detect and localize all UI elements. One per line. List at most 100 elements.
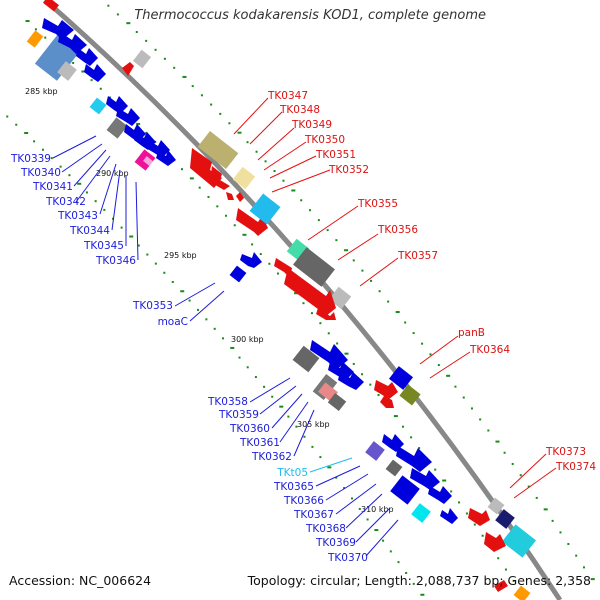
scale-tick bbox=[59, 165, 62, 168]
gene-label-tk0342[interactable]: TK0342 bbox=[45, 196, 86, 208]
gene-label-tk0368[interactable]: TK0368 bbox=[305, 523, 346, 535]
scale-tick bbox=[335, 476, 338, 479]
scale-tick bbox=[103, 208, 106, 211]
scale-tick bbox=[25, 20, 30, 23]
scale-tick bbox=[259, 253, 262, 256]
gene-label-tk0347[interactable]: TK0347 bbox=[267, 90, 308, 102]
scale-tick bbox=[282, 179, 285, 182]
gene-label-tk0356[interactable]: TK0356 bbox=[377, 224, 418, 236]
gene-label-tk0369[interactable]: TK0369 bbox=[315, 537, 356, 549]
gene-label-tk0361[interactable]: TK0361 bbox=[239, 437, 280, 449]
scale-label: 300 kbp bbox=[231, 335, 264, 344]
scale-tick bbox=[387, 300, 390, 303]
gene-label-tk0343[interactable]: TK0343 bbox=[57, 210, 98, 222]
scale-tick bbox=[191, 85, 194, 88]
scale-tick bbox=[401, 425, 404, 428]
scale-tick bbox=[173, 66, 176, 69]
gene-label-tkt05[interactable]: TKt05 bbox=[276, 467, 308, 479]
scale-tick bbox=[410, 436, 413, 439]
gene-label-tk0339[interactable]: TK0339 bbox=[10, 153, 51, 165]
gene-label-tk0352[interactable]: TK0352 bbox=[328, 164, 369, 176]
scale-tick bbox=[377, 394, 380, 397]
scale-tick bbox=[279, 405, 284, 408]
gene-label-tk0366[interactable]: TK0366 bbox=[283, 495, 324, 507]
scale-tick bbox=[504, 568, 507, 571]
gene-label-tk0370[interactable]: TK0370 bbox=[327, 552, 368, 564]
scale-tick bbox=[116, 13, 119, 16]
scale-tick bbox=[389, 550, 392, 553]
scale-tick bbox=[120, 226, 123, 229]
scale-tick bbox=[302, 302, 305, 305]
gene-label-tk0344[interactable]: TK0344 bbox=[69, 225, 110, 237]
gene-label-tk0358[interactable]: TK0358 bbox=[207, 396, 248, 408]
scale-label: 295 kbp bbox=[164, 251, 197, 260]
scale-tick bbox=[358, 507, 361, 510]
scale-tick bbox=[228, 122, 231, 125]
gene-label-tk0373[interactable]: TK0373 bbox=[545, 446, 586, 458]
scale-tick bbox=[551, 519, 554, 522]
scale-tick bbox=[145, 39, 148, 42]
scale-label: 285 kbp bbox=[25, 87, 58, 96]
scale-tick bbox=[344, 352, 349, 355]
gene-label-tk0349[interactable]: TK0349 bbox=[291, 119, 332, 131]
scale-tick bbox=[434, 468, 437, 471]
gene-label-tk0365[interactable]: TK0365 bbox=[273, 481, 314, 493]
scale-tick bbox=[85, 191, 88, 194]
gene-label-tk0348[interactable]: TK0348 bbox=[279, 104, 320, 116]
gene-label-tk0364[interactable]: TK0364 bbox=[469, 344, 510, 356]
gene-label-moac[interactable]: moaC bbox=[158, 316, 188, 328]
scale-tick bbox=[163, 57, 166, 60]
scale-tick bbox=[344, 249, 349, 252]
scale-tick bbox=[207, 195, 210, 198]
gene-label-tk0346[interactable]: TK0346 bbox=[95, 255, 136, 267]
scale-tick bbox=[129, 235, 134, 238]
gene-label-tk0359[interactable]: TK0359 bbox=[218, 409, 259, 421]
scale-tick bbox=[41, 148, 44, 151]
scale-tick bbox=[180, 168, 183, 171]
scale-tick bbox=[171, 280, 174, 283]
scale-tick bbox=[188, 299, 191, 302]
scale-tick bbox=[44, 36, 47, 39]
scale-tick bbox=[137, 244, 140, 247]
scale-tick bbox=[198, 186, 201, 189]
scale-tick bbox=[255, 150, 258, 153]
gene-label-tk0351[interactable]: TK0351 bbox=[315, 149, 356, 161]
scale-tick bbox=[309, 209, 312, 212]
gene-label-tk0360[interactable]: TK0360 bbox=[229, 423, 270, 435]
scale-tick bbox=[221, 337, 224, 340]
gene-label-tk0345[interactable]: TK0345 bbox=[83, 240, 124, 252]
scale-tick bbox=[370, 279, 373, 282]
gene-label-tk0362[interactable]: TK0362 bbox=[251, 451, 292, 463]
scale-tick bbox=[465, 512, 468, 515]
gene-label-tk0353[interactable]: TK0353 bbox=[132, 300, 173, 312]
gene-label-tk0355[interactable]: TK0355 bbox=[357, 198, 398, 210]
gene-label-panb[interactable]: panB bbox=[458, 327, 485, 339]
scale-tick bbox=[68, 174, 71, 177]
genome-title: Thermococcus kodakarensis KOD1, complete… bbox=[134, 8, 486, 23]
scale-tick bbox=[319, 456, 322, 459]
scale-tick bbox=[200, 94, 203, 97]
scale-tick bbox=[590, 578, 595, 581]
gene-label-tk0374[interactable]: TK0374 bbox=[555, 461, 596, 473]
gene-label-tk0367[interactable]: TK0367 bbox=[293, 509, 334, 521]
gene-label-tk0350[interactable]: TK0350 bbox=[304, 134, 345, 146]
scale-tick bbox=[470, 407, 473, 410]
scale-tick bbox=[242, 233, 247, 236]
scale-tick bbox=[264, 160, 267, 163]
scale-tick bbox=[205, 318, 208, 321]
scale-tick bbox=[99, 87, 102, 90]
gene-label-tk0357[interactable]: TK0357 bbox=[397, 250, 438, 262]
scale-tick bbox=[350, 497, 353, 500]
scale-tick bbox=[24, 132, 29, 135]
scale-tick bbox=[246, 366, 249, 369]
gene-label-tk0341[interactable]: TK0341 bbox=[32, 181, 73, 193]
scale-label: 310 kbp bbox=[361, 505, 394, 514]
scale-tick bbox=[327, 466, 332, 469]
scale-tick bbox=[405, 571, 408, 574]
scale-tick bbox=[251, 243, 254, 246]
scale-tick bbox=[146, 253, 149, 256]
scale-tick bbox=[512, 579, 515, 582]
scale-tick bbox=[15, 123, 18, 126]
gene-label-tk0340[interactable]: TK0340 bbox=[20, 167, 61, 179]
